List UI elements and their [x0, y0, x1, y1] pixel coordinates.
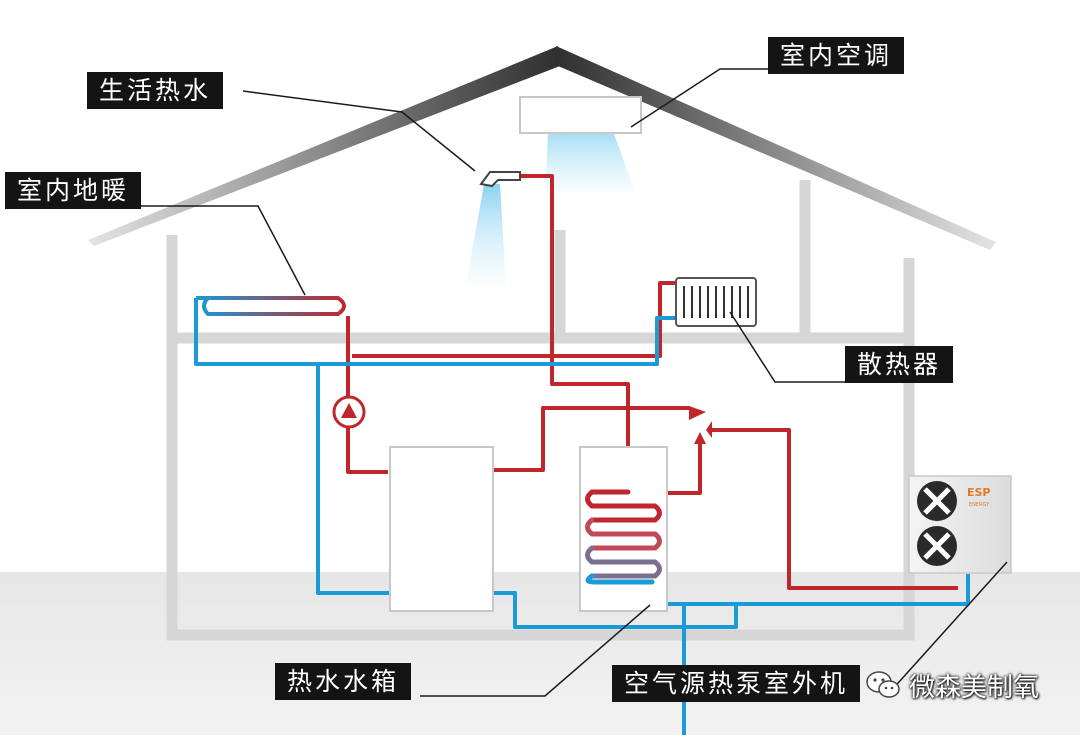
ground — [0, 572, 1080, 735]
watermark: 微森美制氧 — [865, 662, 1039, 708]
outdoor-unit: ESP ENERGY — [908, 475, 1012, 574]
hot-water-tank — [579, 446, 668, 612]
roof — [88, 46, 996, 250]
circulation-pump — [332, 395, 366, 429]
three-way-valve — [689, 406, 712, 444]
label-radiator: 散热器 — [845, 346, 954, 383]
tank-coil — [585, 489, 662, 585]
indoor-ac-unit — [519, 96, 642, 134]
radiator — [675, 277, 757, 327]
watermark-text: 微森美制氧 — [909, 672, 1040, 703]
label-outdoor-unit: 空气源热泵室外机 — [612, 665, 861, 702]
label-indoor-ac: 室内空调 — [768, 37, 905, 74]
wechat-icon — [866, 671, 900, 698]
buffer-tank — [389, 446, 494, 612]
house-walls — [166, 180, 915, 641]
ac-airflow — [545, 134, 635, 192]
unit-brand-logo: ESP — [967, 486, 991, 499]
floor-heating-coil — [196, 296, 346, 316]
shower-spray — [466, 184, 506, 285]
label-floor-heating: 室内地暖 — [5, 172, 142, 209]
unit-brand-sub: ENERGY — [969, 502, 990, 508]
fan-top — [917, 481, 957, 521]
label-hot-water-tank: 热水水箱 — [275, 663, 412, 700]
label-domestic-hot-water: 生活热水 — [87, 72, 224, 109]
fan-bottom — [917, 526, 957, 566]
shower-head — [479, 171, 521, 188]
